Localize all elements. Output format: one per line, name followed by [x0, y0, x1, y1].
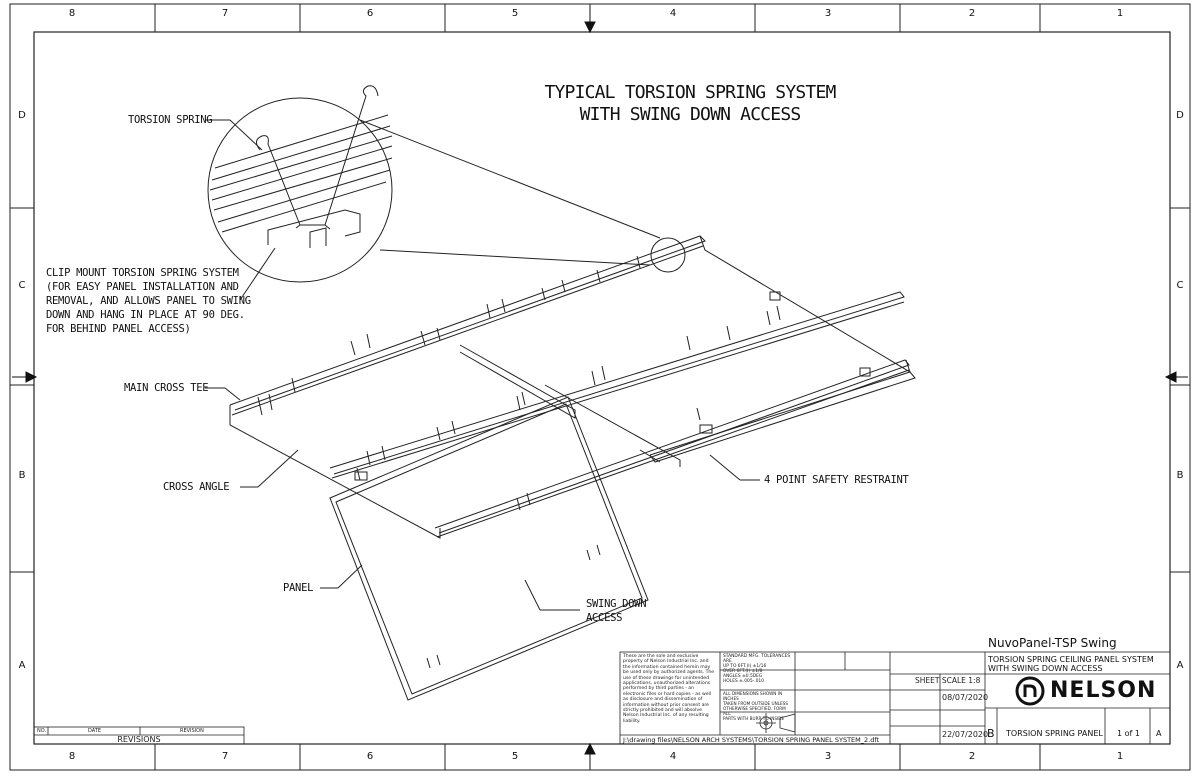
zone-col-8-bottom: 8: [68, 751, 76, 762]
drawing-description: TORSION SPRING CEILING PANEL SYSTEM WITH…: [988, 655, 1154, 673]
zone-row-d-right: D: [1176, 110, 1184, 121]
zone-col-1-bottom: 1: [1116, 751, 1124, 762]
zone-row-d: D: [18, 110, 26, 121]
product-name: NuvoPanel-TSP Swing: [988, 636, 1117, 650]
revisions-col-revision: REVISION: [180, 728, 204, 734]
sheet-number: 1 of 1: [1117, 729, 1140, 738]
drawing-name: TORSION SPRING PANEL: [1006, 729, 1103, 738]
revisions-col-no: NO.: [37, 728, 47, 734]
callout-torsion-spring: TORSION SPRING: [128, 114, 213, 126]
callout-swing-down: SWING DOWN ACCESS: [586, 598, 647, 624]
zone-col-6-bottom: 6: [366, 751, 374, 762]
zone-row-a: A: [18, 660, 26, 671]
drawn-date: 08/07/2020: [942, 693, 989, 702]
callout-safety-restraint: 4 POINT SAFETY RESTRAINT: [764, 474, 909, 486]
zone-col-7-bottom: 7: [221, 751, 229, 762]
tolerances-text: STANDARD MFG. TOLERANCES ARE UP TO 6FT.(…: [723, 654, 791, 684]
issue-date: 22/07/2020: [942, 730, 989, 739]
zone-col-7: 7: [221, 8, 229, 19]
dimensions-note: ALL DIMENSIONS SHOWN IN INCHES TAKEN FRO…: [723, 691, 789, 721]
size-code: B: [987, 727, 995, 740]
revisions-label: REVISIONS: [117, 735, 161, 744]
zone-col-4-bottom: 4: [669, 751, 677, 762]
zone-row-a-right: A: [1176, 660, 1184, 671]
zone-col-5: 5: [511, 8, 519, 19]
zone-col-4: 4: [669, 8, 677, 19]
disclaimer-text: These are the sole and exclusive propert…: [623, 654, 715, 724]
revisions-col-date: DATE: [88, 728, 102, 734]
sheet-scale: SHEET SCALE 1:8: [915, 676, 981, 685]
zone-col-8: 8: [68, 8, 76, 19]
zone-col-5-bottom: 5: [511, 751, 519, 762]
zone-row-b-right: B: [1176, 470, 1184, 481]
drawing-title: TYPICAL TORSION SPRING SYSTEM WITH SWING…: [544, 82, 836, 125]
zone-col-3-bottom: 3: [824, 751, 832, 762]
zone-col-1: 1: [1116, 8, 1124, 19]
callout-cross-angle: CROSS ANGLE: [163, 481, 230, 493]
zone-col-3: 3: [824, 8, 832, 19]
callout-clip-mount: CLIP MOUNT TORSION SPRING SYSTEM (FOR EA…: [46, 267, 251, 335]
callout-main-cross-tee: MAIN CROSS TEE: [124, 382, 209, 394]
callout-panel: PANEL: [283, 582, 314, 594]
zone-col-2-bottom: 2: [968, 751, 976, 762]
zone-row-b: B: [18, 470, 26, 481]
zone-col-6: 6: [366, 8, 374, 19]
zone-row-c: C: [18, 280, 26, 291]
file-path: J:\drawing files\NELSON ARCH SYSTEMS\TOR…: [623, 736, 880, 744]
zone-row-c-right: C: [1176, 280, 1184, 291]
nelson-logo: NELSON: [1050, 678, 1157, 703]
revision-letter: A: [1156, 729, 1162, 738]
zone-col-2: 2: [968, 8, 976, 19]
